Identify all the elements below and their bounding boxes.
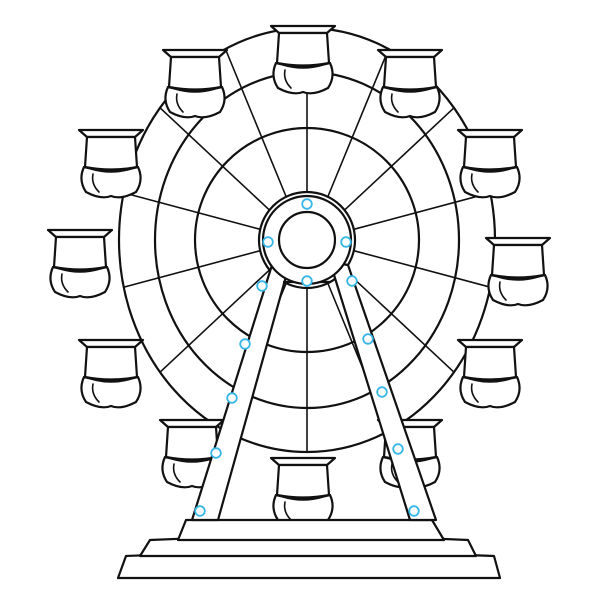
spoke-6 (343, 269, 455, 373)
hub-bolt-4 (301, 275, 313, 287)
spoke-10 (159, 269, 271, 373)
gondola-3 (376, 48, 444, 119)
gondola-upper-cabin (490, 243, 546, 279)
gondola-6 (46, 228, 114, 299)
gondola-upper-cabin (382, 55, 438, 91)
left-leg-bolt-1 (256, 280, 268, 292)
gondola-8 (77, 338, 145, 409)
gondola-crease (60, 273, 69, 293)
spoke-4 (352, 192, 492, 231)
spoke-11 (122, 249, 262, 288)
spoke-12 (122, 192, 262, 231)
gondola-rim (59, 268, 101, 273)
hub-bolt-3 (340, 236, 352, 248)
bolts (194, 198, 420, 517)
wheel-hub (261, 194, 353, 286)
right-leg-bolt-4 (392, 443, 404, 455)
spoke-3 (343, 107, 455, 211)
gondola-rim (174, 88, 216, 93)
gondola-crease (390, 93, 399, 113)
gondola-4 (77, 128, 145, 199)
gondola-1 (269, 24, 337, 95)
gondola-rim (90, 168, 132, 173)
gondola-upper-cabin (164, 425, 220, 461)
gondola-crease (470, 383, 479, 403)
left-leg-bolt-2 (239, 338, 251, 350)
gondola-rim (282, 64, 324, 69)
spoke-14 (224, 48, 287, 198)
gondola-upper-cabin (83, 135, 139, 171)
gondola-rim (469, 378, 511, 383)
gondola-crease (498, 281, 507, 301)
gondola-crease (175, 93, 184, 113)
gondola-crease (172, 463, 181, 483)
gondola-crease (283, 501, 292, 521)
gondola-rim (469, 168, 511, 173)
left-leg-bolt-3 (226, 392, 238, 404)
gondola-5 (456, 128, 524, 199)
left-leg-bolt-5 (194, 505, 206, 517)
wheel-base (116, 518, 502, 580)
hub-inner (277, 210, 337, 270)
base-top-plate (176, 518, 446, 542)
gondola-9 (456, 338, 524, 409)
gondola-rim (497, 276, 539, 281)
gondola-upper-cabin (275, 463, 331, 499)
gondola-rim (282, 496, 324, 501)
hub-bolt-2 (262, 236, 274, 248)
right-leg-bolt-5 (408, 505, 420, 517)
left-leg-bolt-4 (210, 447, 222, 459)
gondola-rim (171, 458, 213, 463)
gondola-upper-cabin (462, 135, 518, 171)
gondola-2 (161, 48, 229, 119)
gondola-upper-cabin (275, 31, 331, 67)
gondola-rim (90, 378, 132, 383)
gondola-upper-cabin (83, 345, 139, 381)
gondola-upper-cabin (52, 235, 108, 271)
spoke-2 (327, 48, 390, 198)
gondola-upper-cabin (167, 55, 223, 91)
right-leg-bolt-3 (376, 386, 388, 398)
gondola-upper-cabin (462, 345, 518, 381)
right-leg-bolt-2 (362, 333, 374, 345)
gondola-12 (269, 456, 337, 527)
gondola-rim (389, 88, 431, 93)
gondola-crease (91, 383, 100, 403)
hub-bolt-1 (301, 198, 313, 210)
right-leg-bolt-1 (346, 275, 358, 287)
gondola-crease (283, 69, 292, 89)
gondola-crease (91, 173, 100, 193)
gondola-crease (470, 173, 479, 193)
spoke-5 (352, 249, 492, 288)
spoke-13 (159, 107, 271, 211)
left-support-leg (190, 260, 292, 522)
gondola-7 (484, 236, 552, 307)
